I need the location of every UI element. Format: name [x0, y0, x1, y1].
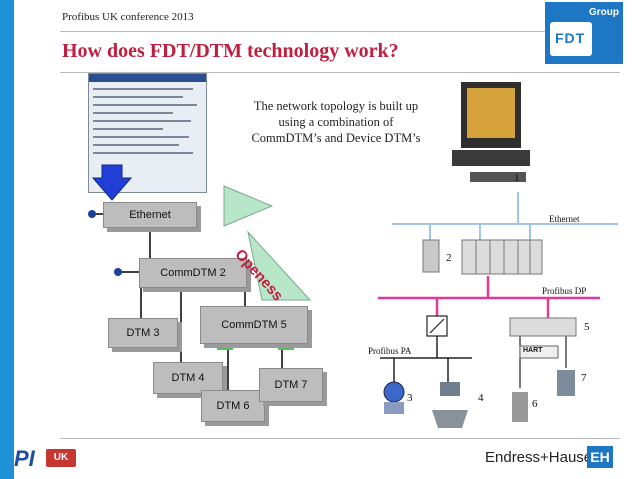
eh-logo-icon: EH	[587, 446, 613, 468]
profibus-dp-label: Profibus DP	[542, 286, 587, 296]
flowmeter-icon	[512, 392, 528, 422]
hart-label: HART	[523, 347, 543, 354]
fdt-group-logo: Group FDT	[545, 2, 623, 64]
ethernet-node-icon	[88, 210, 96, 218]
footer-divider	[60, 438, 620, 439]
node-4-label: 4	[478, 392, 484, 404]
remote-io-icon	[509, 317, 577, 337]
profibus-pa-label: Profibus PA	[368, 346, 412, 356]
hart-module-icon	[519, 345, 559, 359]
caption: The network topology is built up using a…	[251, 99, 421, 145]
node-1-label: 1	[514, 172, 520, 184]
node-3-label: 3	[407, 392, 413, 404]
openess-triangle-lower	[247, 230, 312, 301]
node-2-label: 2	[446, 252, 452, 264]
dtm-commdtm-5: CommDTM 5	[200, 306, 308, 344]
endress-hauser-logo: Endress+Hauser	[485, 449, 598, 466]
node-7-label: 7	[581, 372, 587, 384]
dtm-3: DTM 3	[108, 318, 178, 348]
gateway-icon	[422, 239, 440, 273]
dtm-4: DTM 4	[153, 362, 223, 394]
dtm-7: DTM 7	[259, 368, 323, 402]
accent-bar	[0, 0, 14, 479]
commdtm-node-icon	[114, 268, 122, 276]
arrow-icon	[91, 164, 133, 201]
node-6-label: 6	[532, 398, 538, 410]
slide-title: How does FDT/DTM technology work?	[62, 40, 399, 62]
plc-rack-icon	[461, 239, 543, 275]
openess-triangle-upper	[223, 185, 274, 227]
dtm-commdtm-2: CommDTM 2	[139, 258, 247, 288]
header-divider	[60, 31, 620, 32]
keyboard-icon	[470, 172, 526, 182]
valve-actuator-icon	[440, 382, 460, 396]
conference-label: Profibus UK conference 2013	[62, 11, 194, 23]
title-divider	[60, 72, 620, 73]
pi-uk-badge: UK	[46, 449, 76, 467]
pi-logo: PI	[14, 446, 35, 471]
node-5-label: 5	[584, 321, 590, 333]
pc-base-icon	[452, 150, 530, 166]
ethernet-bus-label: Ethernet	[549, 214, 580, 224]
hart-device-icon	[557, 370, 575, 396]
dtm-ethernet: Ethernet	[103, 202, 197, 228]
transmitter-icon	[383, 381, 405, 403]
dtm-6: DTM 6	[201, 390, 265, 422]
